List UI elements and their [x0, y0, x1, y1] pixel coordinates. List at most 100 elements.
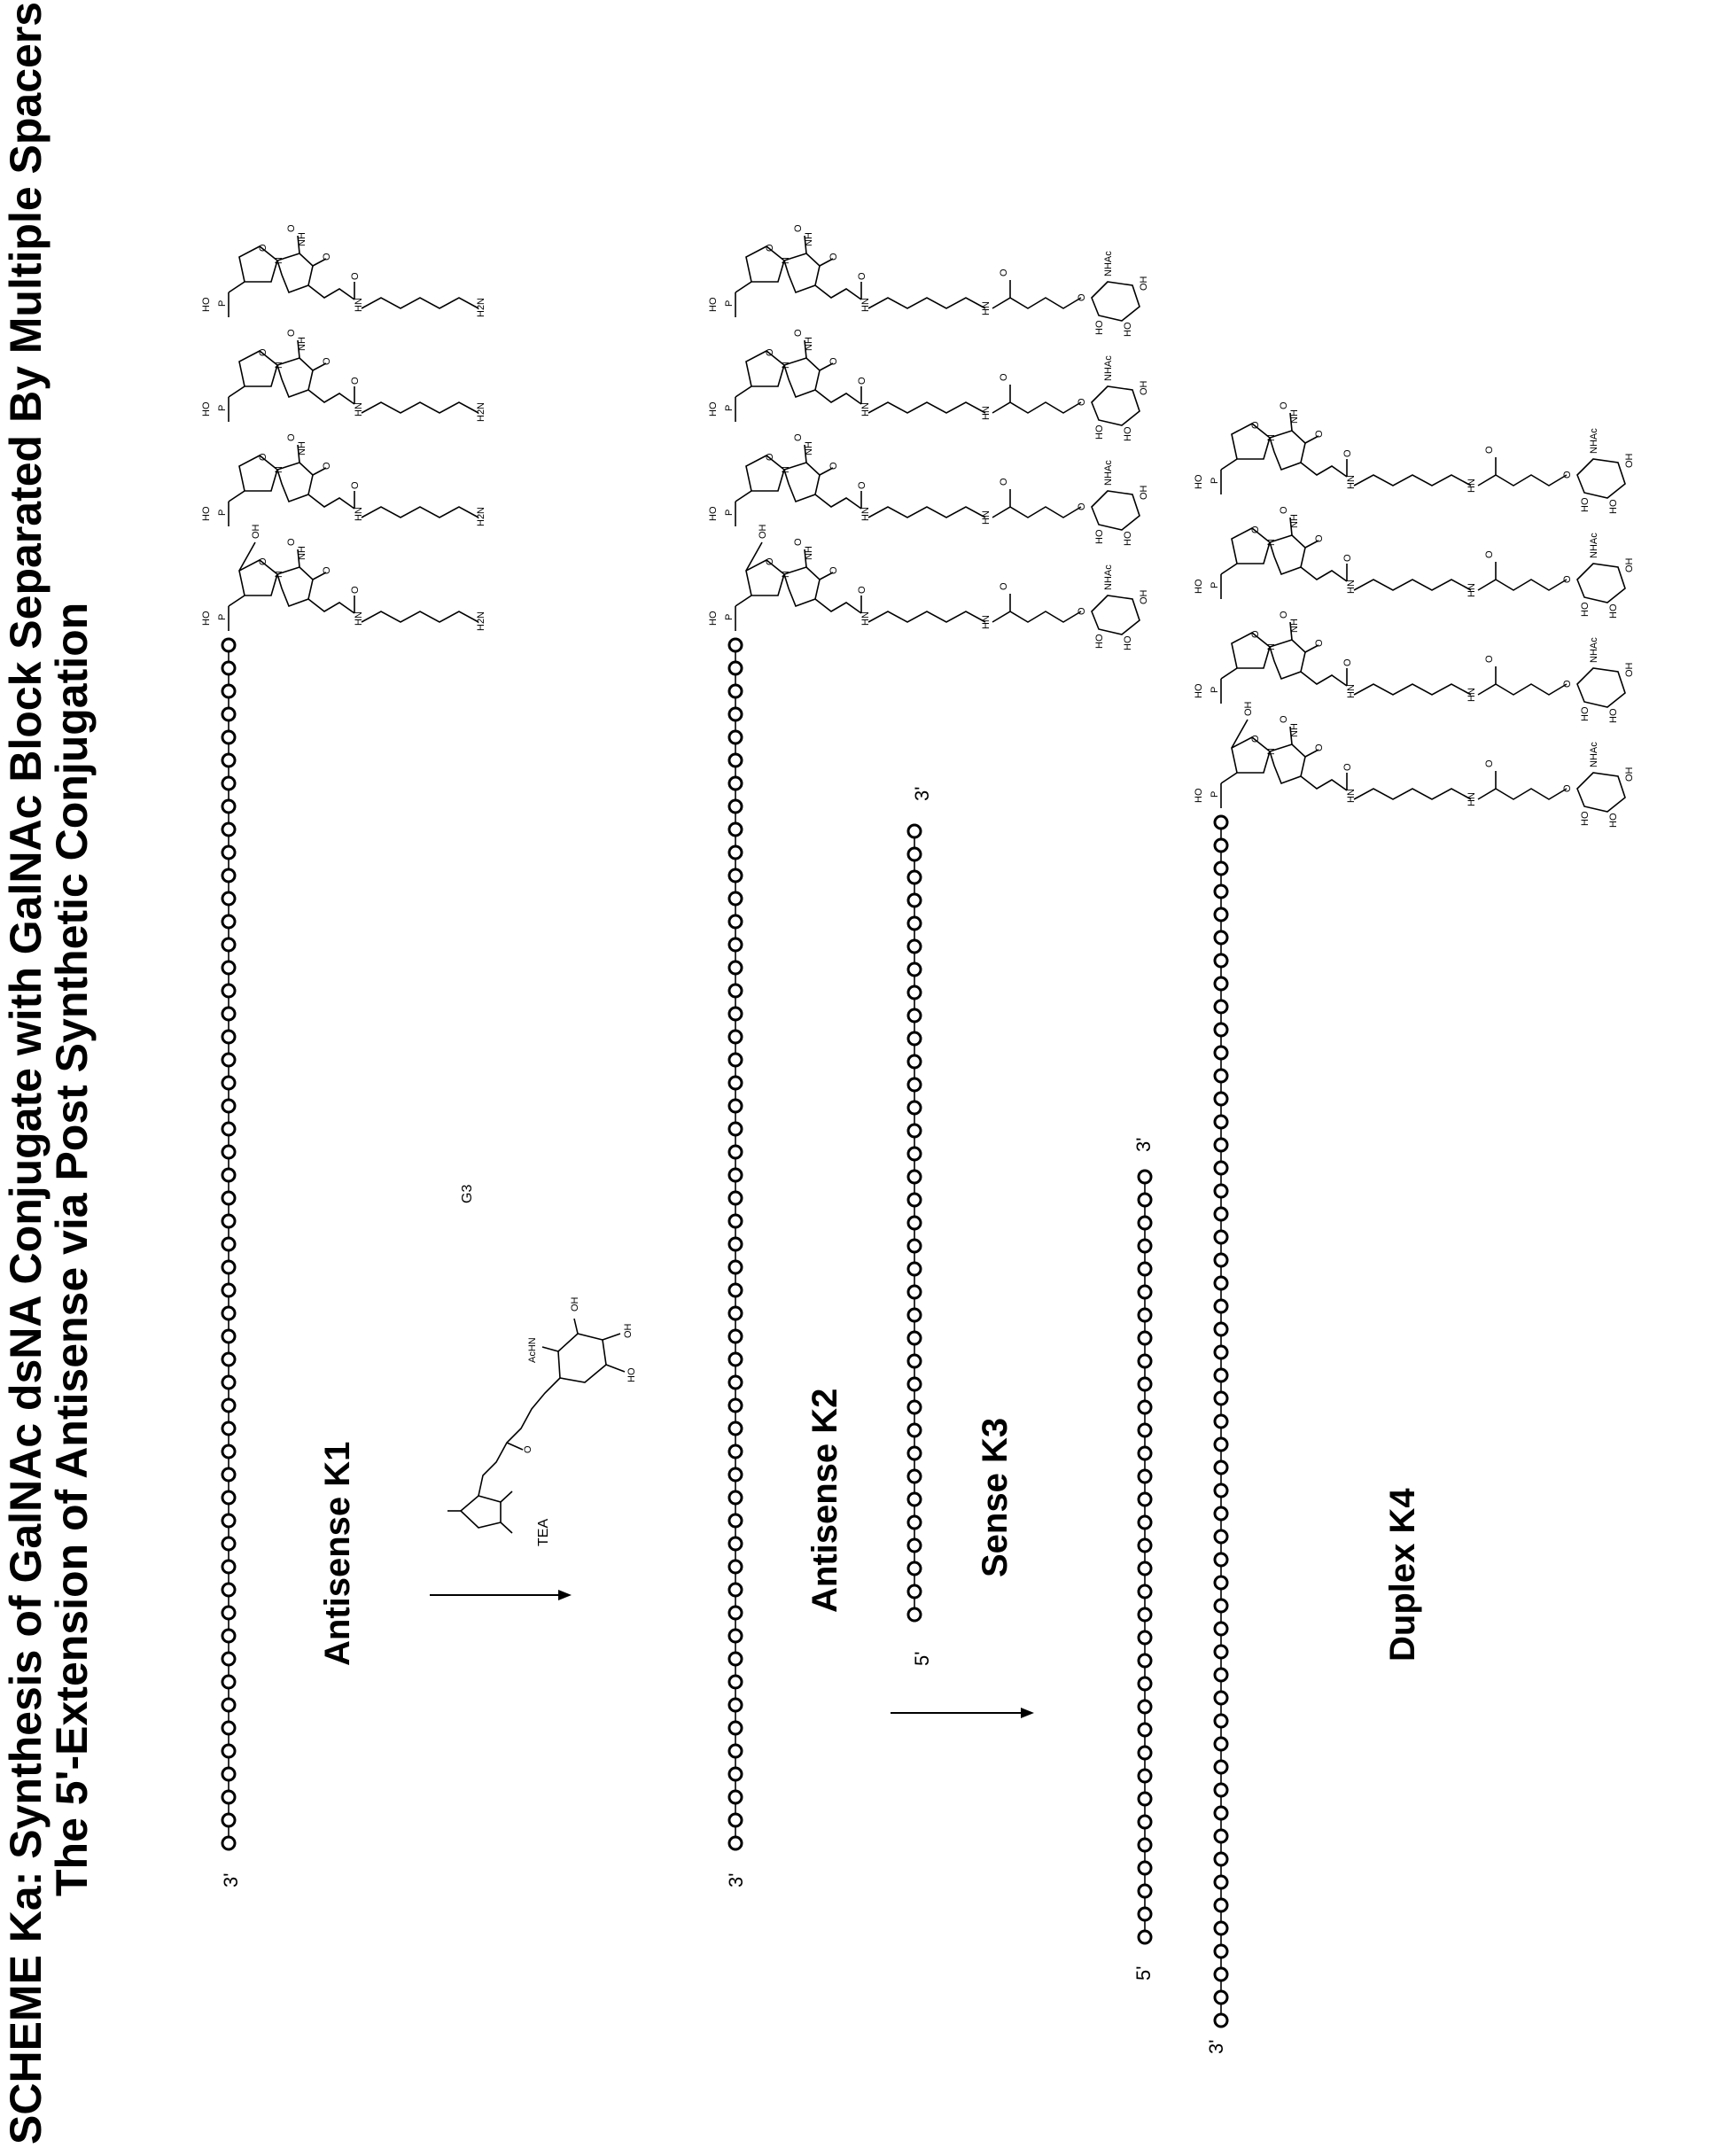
modified-nucleotide-unit: PHOONNHOOOHNH2N: [201, 224, 486, 317]
nucleotide-bead: [908, 1516, 921, 1529]
nucleotide-bead: [729, 1607, 742, 1619]
nucleotide-bead: [729, 1814, 742, 1826]
nucleotide-bead: [222, 1537, 235, 1550]
phosphorus-label: P: [217, 510, 228, 516]
nucleotide-bead: [222, 1031, 235, 1043]
nucleotide-bead: [729, 1100, 742, 1112]
amide-hn-label: HN: [354, 611, 364, 626]
base-o-label: O: [1279, 715, 1289, 723]
base-n-label: N: [781, 571, 791, 578]
phosphorus-label: P: [1210, 791, 1220, 798]
nucleotide-bead: [908, 1286, 921, 1298]
amide-hn-label: HN: [1346, 475, 1357, 489]
antisense-k1-label: Antisense K1: [318, 1442, 357, 1666]
terminal-oh-label: OH: [758, 524, 768, 539]
nucleotide-bead: [1215, 1254, 1227, 1266]
base-o-label: O: [322, 253, 332, 261]
nucleotide-bead: [222, 1491, 235, 1504]
nucleotide-bead: [222, 1422, 235, 1435]
duplex-k4-antisense-strand: [1215, 816, 1227, 2027]
nucleotide-bead: [729, 1330, 742, 1343]
nucleotide-bead: [908, 1447, 921, 1459]
nucleotide-bead: [729, 1169, 742, 1181]
nucleotide-bead: [1139, 1263, 1151, 1275]
nucleotide-bead: [1215, 1461, 1227, 1474]
nucleotide-bead: [1215, 1392, 1227, 1405]
nucleotide-bead: [729, 1353, 742, 1366]
nucleotide-bead: [222, 1814, 235, 1826]
nucleotide-bead: [222, 1607, 235, 1619]
nucleotide-bead: [908, 1263, 921, 1275]
k4-sense-three-prime-label: 3': [1132, 1138, 1155, 1152]
nucleotide-bead: [908, 871, 921, 883]
base-o-label: O: [793, 224, 804, 232]
sugar-o-label: O: [765, 453, 775, 461]
terminal-oh-label: OH: [1243, 701, 1254, 716]
amide-o-label: O: [1342, 449, 1353, 457]
nucleotide-bead: [1215, 839, 1227, 852]
nucleotide-bead: [729, 662, 742, 674]
k4-antisense-three-prime-label: 3': [1205, 2040, 1227, 2054]
modified-nucleotide-unit: PHOONNHOOOHNHNOONHAcOHHOHO: [708, 433, 1149, 546]
nucleotide-bead: [222, 1630, 235, 1642]
linker-o-label: O: [1484, 655, 1495, 663]
nucleotide-bead: [1215, 908, 1227, 921]
nucleotide-bead: [1215, 1646, 1227, 1658]
phosphate-oh-label: HO: [201, 297, 212, 312]
ether-o-label: O: [1077, 607, 1087, 615]
sugar-ho-label: HO: [1123, 635, 1133, 650]
nucleotide-bead: [1215, 931, 1227, 944]
amide-hn-label: HN: [860, 507, 871, 521]
k3-three-prime-label: 3': [911, 787, 933, 801]
phosphorus-label: P: [724, 405, 735, 411]
nucleotide-bead: [729, 1837, 742, 1849]
base-n-label: N: [1266, 434, 1277, 441]
sugar-ho-label: HO: [1580, 706, 1591, 721]
nucleotide-bead: [222, 708, 235, 720]
antisense-k2-strand: [729, 639, 742, 1849]
nucleotide-bead: [729, 846, 742, 859]
nucleotide-bead: [1139, 1401, 1151, 1413]
modified-nucleotide-unit: PHOOOHNNHOOOHNHNOONHAcOHHOHO: [708, 524, 1149, 650]
linker-o-label: O: [1484, 550, 1495, 558]
nucleotide-bead: [222, 1445, 235, 1458]
nucleotide-bead: [729, 1653, 742, 1665]
nucleotide-bead: [222, 1399, 235, 1412]
base-n-label: N: [781, 257, 791, 264]
nucleotide-bead: [1139, 1770, 1151, 1782]
sugar-ho-label: HO: [1608, 499, 1619, 514]
sugar-o-label: O: [1250, 421, 1261, 429]
amide-hn-label: HN: [1346, 789, 1357, 803]
nucleotide-bead: [729, 1284, 742, 1296]
nucleotide-bead: [729, 1146, 742, 1158]
base-o-label: O: [828, 566, 839, 574]
nucleotide-bead: [1215, 954, 1227, 967]
nucleotide-bead: [222, 1653, 235, 1665]
linker-o-label: O: [999, 478, 1009, 486]
linker-o-label: O: [1484, 446, 1495, 454]
nucleotide-bead: [729, 1561, 742, 1573]
terminal-hn-label: HN: [981, 615, 992, 629]
nucleotide-bead: [908, 1101, 921, 1114]
nucleotide-bead: [222, 1284, 235, 1296]
sugar-ho-label: HO: [1608, 603, 1619, 619]
nucleotide-bead: [729, 1630, 742, 1642]
nucleotide-bead: [222, 662, 235, 674]
nucleotide-bead: [1139, 1470, 1151, 1483]
nucleotide-bead: [729, 1422, 742, 1435]
nucleotide-bead: [908, 940, 921, 953]
nucleotide-bead: [222, 1261, 235, 1273]
nucleotide-bead: [729, 1445, 742, 1458]
nucleotide-bead: [1139, 1516, 1151, 1529]
nucleotide-bead: [908, 1424, 921, 1436]
nucleotide-bead: [729, 1491, 742, 1504]
nucleotide-bead: [1215, 1530, 1227, 1543]
sugar-ho-label: HO: [1580, 811, 1591, 826]
nucleotide-bead: [729, 1745, 742, 1757]
phosphate-oh-label: HO: [708, 401, 719, 416]
sugar-ho-label: HO: [1123, 531, 1133, 546]
linker-o-label: O: [999, 269, 1009, 276]
terminal-hn-label: HN: [981, 406, 992, 420]
nucleotide-bead: [908, 1401, 921, 1413]
phosphate-oh-label: HO: [201, 611, 212, 626]
